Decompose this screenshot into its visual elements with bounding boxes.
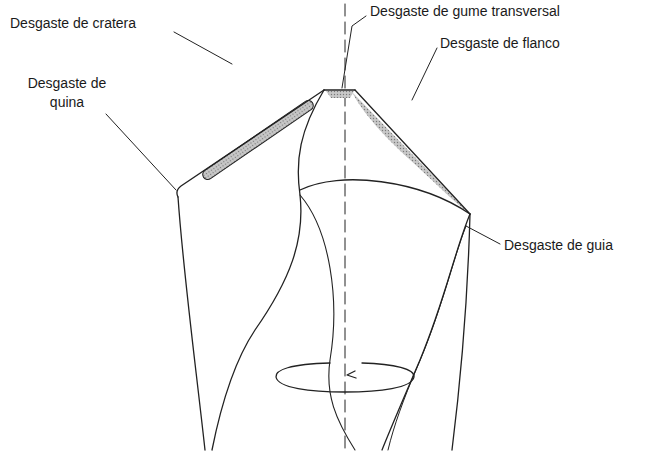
wear-label: Desgaste de cratera	[10, 14, 136, 33]
leader-line	[412, 48, 437, 100]
flute-edge	[212, 90, 324, 450]
leader-line	[342, 16, 366, 88]
wear-label: Desgaste de gume transversal	[370, 2, 560, 21]
chisel-wear	[326, 91, 354, 98]
body-edge	[178, 197, 205, 450]
chisel-edge	[324, 89, 355, 90]
flute-edge	[300, 195, 355, 450]
right-cutting-edge	[355, 90, 470, 214]
flank-face	[300, 180, 470, 214]
leader-line	[174, 32, 232, 64]
leader-line	[106, 114, 176, 190]
guide-margin	[382, 214, 470, 450]
arrow-head	[347, 371, 356, 378]
wear-label: Desgaste de guia	[504, 236, 613, 255]
wear-label: Desgaste de quina	[24, 74, 110, 112]
rotation-arrow	[276, 363, 414, 392]
leader-line	[466, 226, 500, 244]
guide-margin	[388, 226, 466, 450]
body-edge	[452, 214, 470, 450]
wear-label: Desgaste de flanco	[440, 34, 560, 53]
